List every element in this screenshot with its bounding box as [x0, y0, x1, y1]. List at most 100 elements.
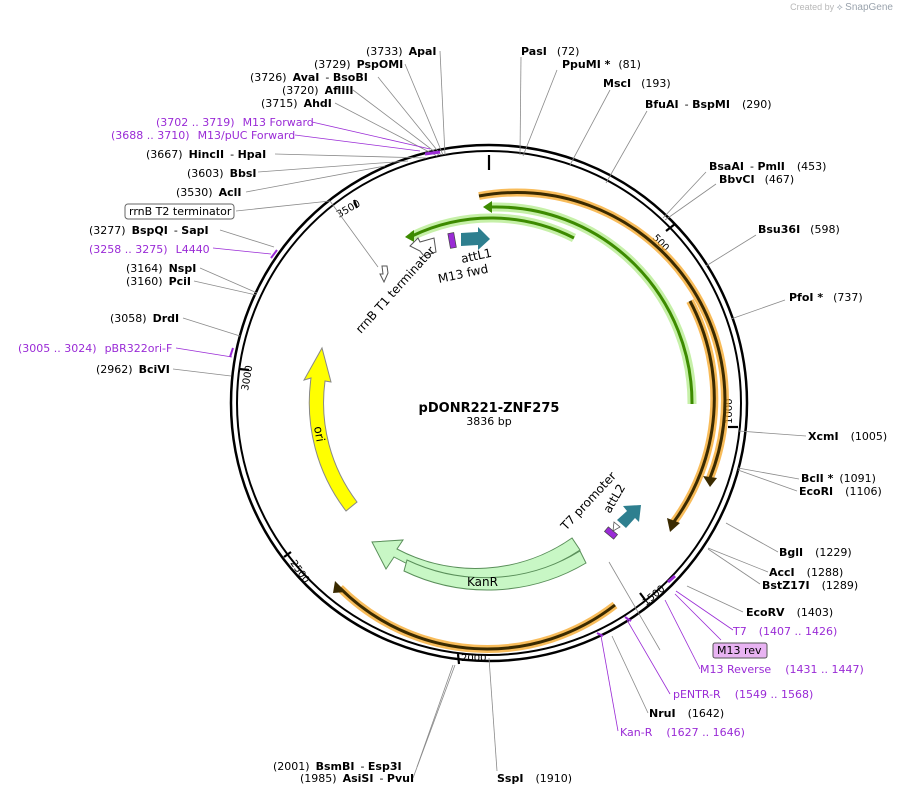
svg-text:(3720)AflIII: (3720)AflIII — [282, 84, 354, 97]
svg-text:(3715)AhdI: (3715)AhdI — [261, 97, 332, 110]
svg-text:(3667)HincII- HpaI: (3667)HincII- HpaI — [146, 148, 266, 161]
attL1-arrow — [461, 227, 490, 250]
enzyme-bfuai-bspmi: BfuAI- BspMI(290) — [645, 98, 772, 111]
svg-text:(2962)BciVI: (2962)BciVI — [96, 363, 170, 376]
enzyme-hincii-hpai: (3667)HincII- HpaI — [146, 148, 266, 161]
orange-feature-arrowhead-right — [667, 518, 680, 532]
svg-text:(2001)BsmBI- Esp3I: (2001)BsmBI- Esp3I — [273, 760, 402, 773]
primer-m13-forward: (3702 .. 3719)M13 Forward — [156, 116, 314, 129]
rrnb-t1-terminator-label: rrnB T1 terminator — [353, 244, 438, 336]
enzyme-afliii: (3720)AflIII — [282, 84, 354, 97]
m13-fwd-primer-mark — [447, 232, 457, 249]
svg-text:SspI(1910): SspI(1910) — [497, 772, 572, 785]
enzyme-bbsi: (3603)BbsI — [187, 167, 256, 180]
primer-l4440: (3258 .. 3275)L4440 — [89, 243, 210, 256]
svg-text:EcoRI(1106): EcoRI(1106) — [799, 485, 882, 498]
svg-text:(3005 .. 3024)pBR322ori-F: (3005 .. 3024)pBR322ori-F — [18, 342, 172, 355]
svg-text:pENTR-R(1549 .. 1568): pENTR-R(1549 .. 1568) — [673, 688, 813, 701]
svg-text:PfoI *(737): PfoI *(737) — [789, 291, 863, 304]
backbone-inner — [236, 150, 742, 656]
svg-text:M13 Reverse(1431 .. 1447): M13 Reverse(1431 .. 1447) — [700, 663, 864, 676]
svg-text:BfuAI- BspMI(290): BfuAI- BspMI(290) — [645, 98, 772, 111]
m13-rev-label: M13 rev — [717, 644, 762, 657]
primer-pentr-r: pENTR-R(1549 .. 1568) — [673, 688, 813, 701]
svg-text:(3726)AvaI- BsoBI: (3726)AvaI- BsoBI — [250, 71, 368, 84]
plasmid-name: pDONR221-ZNF275 — [419, 401, 560, 416]
primer-marks — [229, 150, 676, 637]
green-feature-arrowhead-2 — [405, 230, 414, 242]
svg-text:(3702 .. 3719)M13 Forward: (3702 .. 3719)M13 Forward — [156, 116, 314, 129]
svg-text:Bsu36I(598): Bsu36I(598) — [758, 223, 840, 236]
svg-text:(3258 .. 3275)L4440: (3258 .. 3275)L4440 — [89, 243, 210, 256]
primer-leader-lines — [175, 121, 734, 732]
enzyme-pcii: (3160)PciI — [126, 275, 191, 288]
t7-promoter-small-arrow — [612, 521, 621, 532]
enzyme-bcivi: (2962)BciVI — [96, 363, 170, 376]
tick-3000: 3000 — [238, 365, 255, 392]
enzyme-asisi-pvui: (1985)AsiSI- PvuI — [300, 772, 414, 785]
svg-text:AccI(1288): AccI(1288) — [769, 566, 843, 579]
primer-m13-puc-forward: (3688 .. 3710)M13/pUC Forward — [111, 129, 295, 142]
rrnb-t2-terminator-label: rrnB T2 terminator — [129, 205, 232, 218]
enzyme-avai-bsobi: (3726)AvaI- BsoBI — [250, 71, 368, 84]
tick-1000: 1000 — [724, 399, 738, 429]
tick-label-3500: 3500 — [335, 198, 363, 220]
svg-text:T7(1407 .. 1426): T7(1407 .. 1426) — [732, 625, 837, 638]
enzyme-bbvci: BbvCI(467) — [719, 173, 794, 186]
plasmid-length: 3836 bp — [466, 415, 511, 428]
tick-2500: 2500 — [283, 551, 311, 586]
m13-rev-box: M13 rev — [712, 642, 768, 659]
svg-text:(3277)BspQI- SapI: (3277)BspQI- SapI — [89, 224, 209, 237]
svg-text:(3733)ApaI: (3733)ApaI — [366, 45, 436, 58]
svg-text:BglI(1229): BglI(1229) — [779, 546, 852, 559]
svg-text:BbvCI(467): BbvCI(467) — [719, 173, 794, 186]
enzyme-acli: (3530)AclI — [176, 186, 241, 199]
ori-label: ori — [311, 425, 327, 443]
enzyme-ecori: EcoRI(1106) — [799, 485, 882, 498]
svg-text:PasI(72): PasI(72) — [521, 45, 579, 58]
svg-text:(3688 .. 3710)M13/pUC Forward: (3688 .. 3710)M13/pUC Forward — [111, 129, 295, 142]
primer-t7: T7(1407 .. 1426) — [732, 625, 837, 638]
svg-text:Kan-R(1627 .. 1646): Kan-R(1627 .. 1646) — [620, 726, 745, 739]
svg-text:EcoRV(1403): EcoRV(1403) — [746, 606, 833, 619]
tick-1500: 1500 — [639, 584, 668, 609]
svg-text:(1985)AsiSI- PvuI: (1985)AsiSI- PvuI — [300, 772, 414, 785]
orange-feature-arrowhead-top — [703, 476, 717, 487]
svg-text:BstZ17I(1289): BstZ17I(1289) — [762, 579, 858, 592]
ori-feature — [302, 346, 358, 512]
enzyme-bsaai-pmli: BsaAI- PmlI(453) — [709, 160, 826, 173]
tick-label-1500: 1500 — [641, 584, 668, 609]
enzyme-bgli: BglI(1229) — [779, 546, 852, 559]
rrnb-t2-terminator-box: rrnB T2 terminator — [124, 203, 235, 220]
enzyme-nspi: (3164)NspI — [126, 262, 196, 275]
enzyme-nrui: NruI(1642) — [649, 707, 724, 720]
rrnb-t1-small-arrow — [379, 265, 389, 284]
tick-3500: 3500 — [335, 198, 363, 220]
enzyme-xcmi: XcmI(1005) — [808, 430, 887, 443]
attL1-label: attL1 — [460, 246, 493, 266]
svg-text:(3164)NspI: (3164)NspI — [126, 262, 196, 275]
enzyme-drdi: (3058)DrdI — [110, 312, 179, 325]
green-feature-arrowhead-1 — [483, 201, 492, 213]
rrnb-t1-terminator-arrow — [409, 237, 437, 257]
tick-label-2000: 2000 — [461, 653, 486, 664]
primer-pbr322ori-f: (3005 .. 3024)pBR322ori-F — [18, 342, 172, 355]
enzyme-bsmbi-esp3i: (2001)BsmBI- Esp3I — [273, 760, 402, 773]
svg-text:MscI(193): MscI(193) — [603, 77, 671, 90]
enzyme-bcli: BclI *(1091) — [801, 472, 876, 485]
tick-2000: 2000 — [456, 653, 486, 665]
enzyme-ahdi: (3715)AhdI — [261, 97, 332, 110]
tick-label-1000: 1000 — [724, 399, 735, 424]
svg-text:BclI *(1091): BclI *(1091) — [801, 472, 876, 485]
attL2-arrow — [617, 505, 641, 528]
snapgene-logo-icon: ⟡ — [836, 2, 843, 12]
svg-text:(3729)PspOMI: (3729)PspOMI — [314, 58, 403, 71]
enzyme-acci: AccI(1288) — [769, 566, 843, 579]
svg-text:BsaAI- PmlI(453): BsaAI- PmlI(453) — [709, 160, 826, 173]
credit-brand: SnapGene — [845, 2, 893, 13]
enzyme-ecorv: EcoRV(1403) — [746, 606, 833, 619]
enzyme-bspqi-sapi: (3277)BspQI- SapI — [89, 224, 209, 237]
enzyme-pspomi: (3729)PspOMI — [314, 58, 403, 71]
primer-kan-r: Kan-R(1627 .. 1646) — [620, 726, 745, 739]
